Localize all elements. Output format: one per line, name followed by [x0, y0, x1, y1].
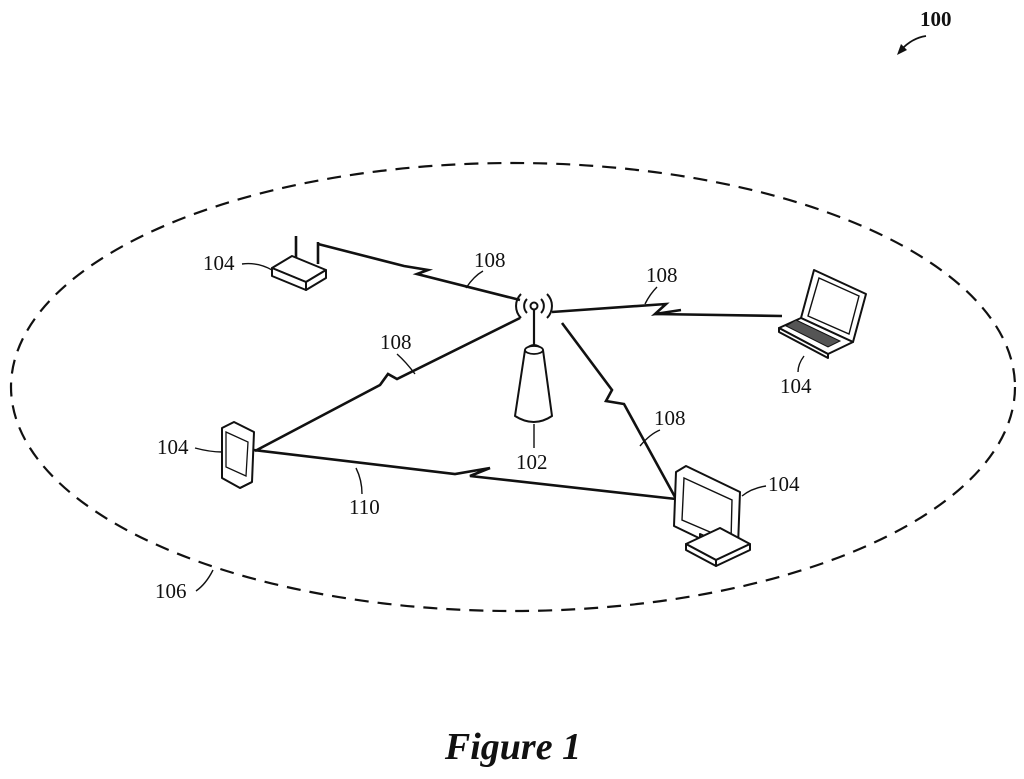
router-link-ref-label: 108 — [474, 248, 506, 272]
laptop-link-leader — [645, 287, 657, 304]
router-leader — [242, 264, 272, 270]
tablet-icon — [222, 422, 254, 488]
coverage-area — [11, 163, 1015, 611]
monitor-icon — [674, 466, 750, 566]
monitor-leader — [742, 486, 766, 496]
laptop-icon — [779, 270, 866, 358]
direct-link-ref-label: 110 — [349, 495, 380, 519]
tablet-link-leader — [397, 354, 415, 374]
tablet-ref-label: 104 — [157, 435, 189, 459]
tablet-leader — [195, 448, 222, 452]
direct-link-leader — [356, 468, 362, 494]
router-ref-label: 104 — [203, 251, 235, 275]
router-icon — [272, 236, 326, 290]
cell-tower-icon — [515, 294, 552, 422]
link-laptop — [552, 304, 782, 316]
router-link-leader — [466, 271, 483, 288]
system-ref-label: 100 — [920, 7, 952, 31]
laptop-ref-label: 104 — [780, 374, 812, 398]
monitor-ref-label: 104 — [768, 472, 800, 496]
figure-caption: Figure 1 — [444, 726, 581, 768]
monitor-link-ref-label: 108 — [654, 406, 686, 430]
laptop-leader — [798, 356, 804, 372]
tablet-link-ref-label: 108 — [380, 330, 412, 354]
laptop-link-ref-label: 108 — [646, 263, 678, 287]
base-station-ref-label: 102 — [516, 450, 548, 474]
arrow-icon — [897, 36, 926, 55]
link-direct — [253, 450, 676, 499]
coverage-area-leader — [196, 570, 213, 591]
coverage-area-ref-label: 106 — [155, 579, 187, 603]
